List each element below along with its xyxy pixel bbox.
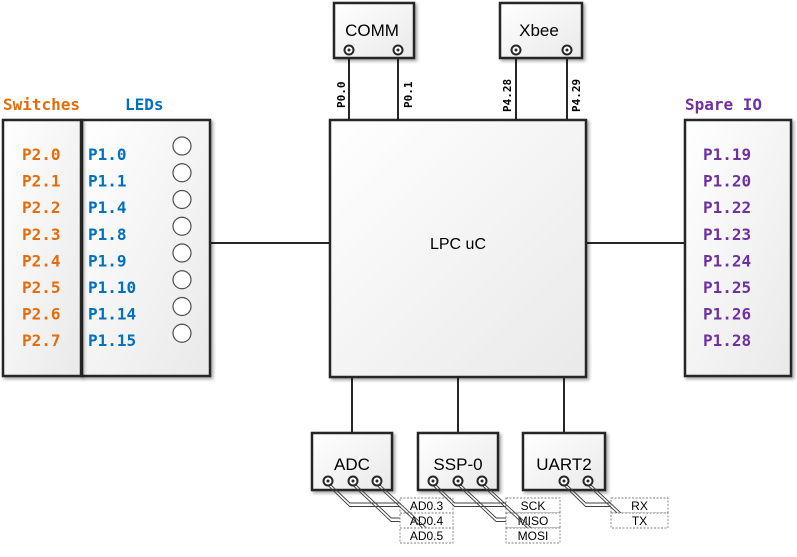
switches-title: Switches xyxy=(3,95,80,114)
led-indicator-icon xyxy=(172,323,192,343)
switch-pin-label: P2.2 xyxy=(22,198,61,217)
leds-title: LEDs xyxy=(125,95,164,114)
led-pin-label: P1.15 xyxy=(88,331,136,350)
spare-io-pin-label: P1.24 xyxy=(703,251,751,270)
module-port-dot xyxy=(431,479,435,483)
signal-wire xyxy=(351,483,400,522)
xbee-pin-label: P4.28 xyxy=(501,79,514,112)
switches-box xyxy=(1,118,83,378)
signal-wire xyxy=(459,483,506,519)
module-port-dot xyxy=(375,479,379,483)
signal-label: TX xyxy=(632,514,647,528)
module-port-dot xyxy=(586,479,590,483)
spare-io-pin-label: P1.20 xyxy=(703,172,751,191)
module-port-dot xyxy=(326,479,330,483)
led-indicator-icon xyxy=(172,189,192,210)
led-pin-label: P1.9 xyxy=(88,251,127,270)
switch-pin-label: P2.7 xyxy=(22,331,61,350)
signal-wire xyxy=(354,483,400,519)
signal-wire xyxy=(329,483,400,504)
spare-io-box xyxy=(683,118,793,378)
led-pin-label: P1.4 xyxy=(88,198,127,217)
module-port-dot xyxy=(456,479,460,483)
spare-io-pin-label: P1.28 xyxy=(703,331,751,350)
switch-pin-label: P2.4 xyxy=(22,251,61,270)
xbee-module: Xbee P4.28 P4.29 xyxy=(498,1,584,112)
spare-io-pin-label: P1.23 xyxy=(703,225,751,244)
signal-wire xyxy=(456,483,506,522)
signal-wire xyxy=(326,483,400,507)
ssp0-label: SSP-0 xyxy=(433,455,482,474)
switch-list: P2.0P2.1P2.2P2.3P2.4P2.5P2.6P2.7 xyxy=(22,145,61,350)
lpc-uc-box xyxy=(328,118,588,379)
module-port-dot xyxy=(480,479,484,483)
switch-pin-label: P2.0 xyxy=(22,145,61,164)
spare-io-pin-label: P1.25 xyxy=(703,278,751,297)
signal-label-box xyxy=(505,527,561,544)
signal-label: AD0.3 xyxy=(410,499,444,513)
spare-io-pin-label: P1.19 xyxy=(703,145,751,164)
module-port-dot xyxy=(351,479,355,483)
spare-io-pin-label: P1.22 xyxy=(703,198,751,217)
signal-wire xyxy=(434,483,506,504)
signal-label-box xyxy=(610,497,669,514)
comm-label: COMM xyxy=(345,21,399,40)
xbee-pin-dot xyxy=(514,48,518,52)
xbee-pin-label: P4.29 xyxy=(570,79,583,112)
switches-leds-panel: Switches LEDs P2.0P2.1P2.2P2.3P2.4P2.5P2… xyxy=(1,95,212,378)
switch-pin-label: P2.3 xyxy=(22,225,61,244)
led-indicator-icon xyxy=(172,296,192,317)
lpc-uc-block: LPC uC xyxy=(328,118,588,379)
comm-pin-dot xyxy=(347,48,351,52)
led-pin-label: P1.0 xyxy=(88,145,127,164)
uart2-label: UART2 xyxy=(536,455,591,474)
signal-wire xyxy=(565,483,611,504)
connection-lines xyxy=(210,52,685,433)
signal-label: RX xyxy=(631,499,648,513)
comm-pin-label: P0.0 xyxy=(335,82,348,109)
signal-wire xyxy=(431,483,506,507)
led-indicator-icon xyxy=(172,243,192,263)
switch-pin-label: P2.5 xyxy=(22,278,61,297)
signal-label-box xyxy=(610,512,669,529)
led-pin-label: P1.1 xyxy=(88,172,127,191)
comm-module: COMM P0.0 P0.1 xyxy=(332,1,416,109)
spare-io-panel: Spare IO P1.19P1.20P1.22P1.23P1.24P1.25P… xyxy=(683,95,793,378)
xbee-label: Xbee xyxy=(519,21,559,40)
signal-label: AD0.5 xyxy=(410,529,444,543)
spare-io-title: Spare IO xyxy=(685,95,762,114)
led-pin-label: P1.10 xyxy=(88,278,136,297)
comm-pin-dot xyxy=(396,48,400,52)
comm-pin-label: P0.1 xyxy=(402,81,415,108)
adc-label: ADC xyxy=(334,455,370,474)
led-pin-label: P1.14 xyxy=(88,305,136,324)
lpc-uc-label: LPC uC xyxy=(430,236,486,253)
led-indicator-icon xyxy=(172,136,192,156)
led-indicator-icon xyxy=(172,216,192,236)
switch-pin-label: P2.6 xyxy=(22,305,61,324)
signal-wire xyxy=(562,483,611,507)
module-port-dot xyxy=(562,479,566,483)
switch-pin-label: P2.1 xyxy=(22,172,61,191)
led-indicator-icon xyxy=(172,270,192,290)
led-pin-label: P1.8 xyxy=(88,225,127,244)
spare-io-pin-label: P1.26 xyxy=(703,305,751,324)
signal-label: MISO xyxy=(518,514,549,528)
signal-label: MOSI xyxy=(518,529,549,543)
xbee-pin-dot xyxy=(565,48,569,52)
led-indicator-icon xyxy=(172,163,192,183)
signal-label-box xyxy=(399,527,454,544)
signal-label: SCK xyxy=(521,499,546,513)
